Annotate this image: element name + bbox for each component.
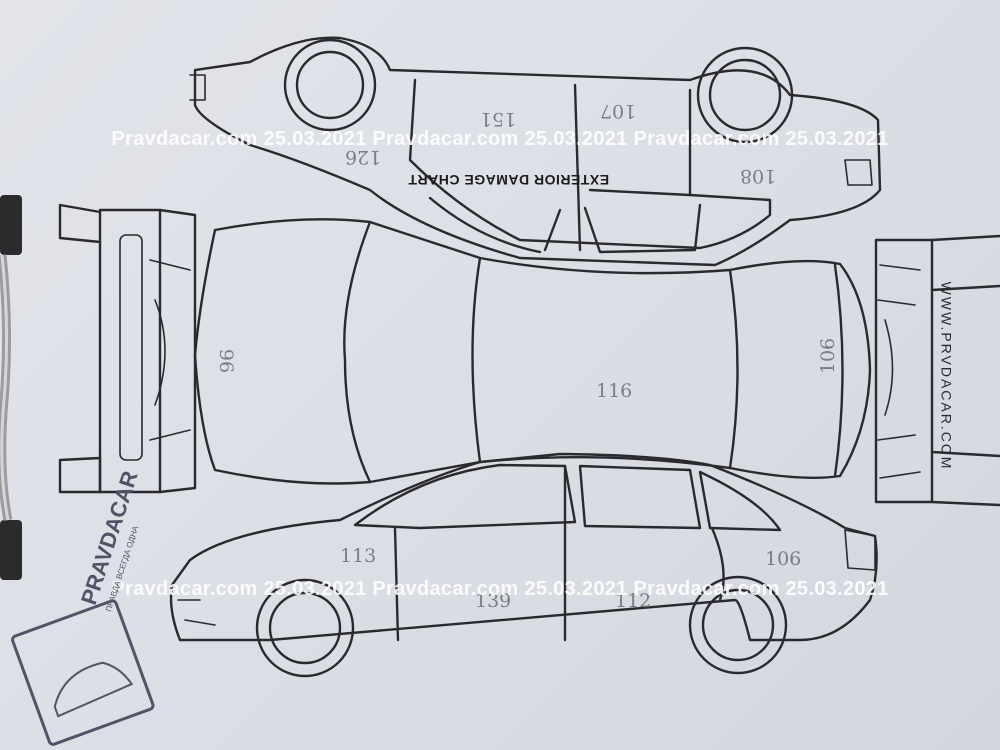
reading-hood: 96 [215, 348, 238, 374]
reading-top-rear-door: 107 [600, 100, 637, 122]
reading-front-fender: 113 [340, 545, 377, 567]
reading-front-door: 139 [475, 590, 512, 612]
watermark-top: Pravdacar.com 25.03.2021 Pravdacar.com 2… [111, 128, 889, 150]
reading-rear-door: 112 [615, 590, 652, 612]
reading-rear-quarter: 106 [765, 548, 802, 570]
car-lower-side-view [169, 452, 878, 678]
reading-top-front-door: 151 [480, 108, 517, 130]
car-top-view [58, 203, 1000, 507]
reading-trunk: 106 [817, 337, 840, 375]
car-upper-side-view [189, 36, 882, 267]
watermark-bottom: Pravdacar.com 25.03.2021 Pravdacar.com 2… [111, 578, 889, 600]
website-brand-label: WWW.PRVDACAR.COM [938, 281, 955, 471]
pravdacar-stamp-seal [11, 599, 155, 746]
exterior-damage-chart-title: EXTERIOR DAMAGE CHART [408, 172, 610, 188]
reading-top-rear-quarter: 108 [740, 165, 777, 187]
clipboard-clip [0, 195, 22, 580]
reading-roof: 116 [596, 380, 633, 402]
